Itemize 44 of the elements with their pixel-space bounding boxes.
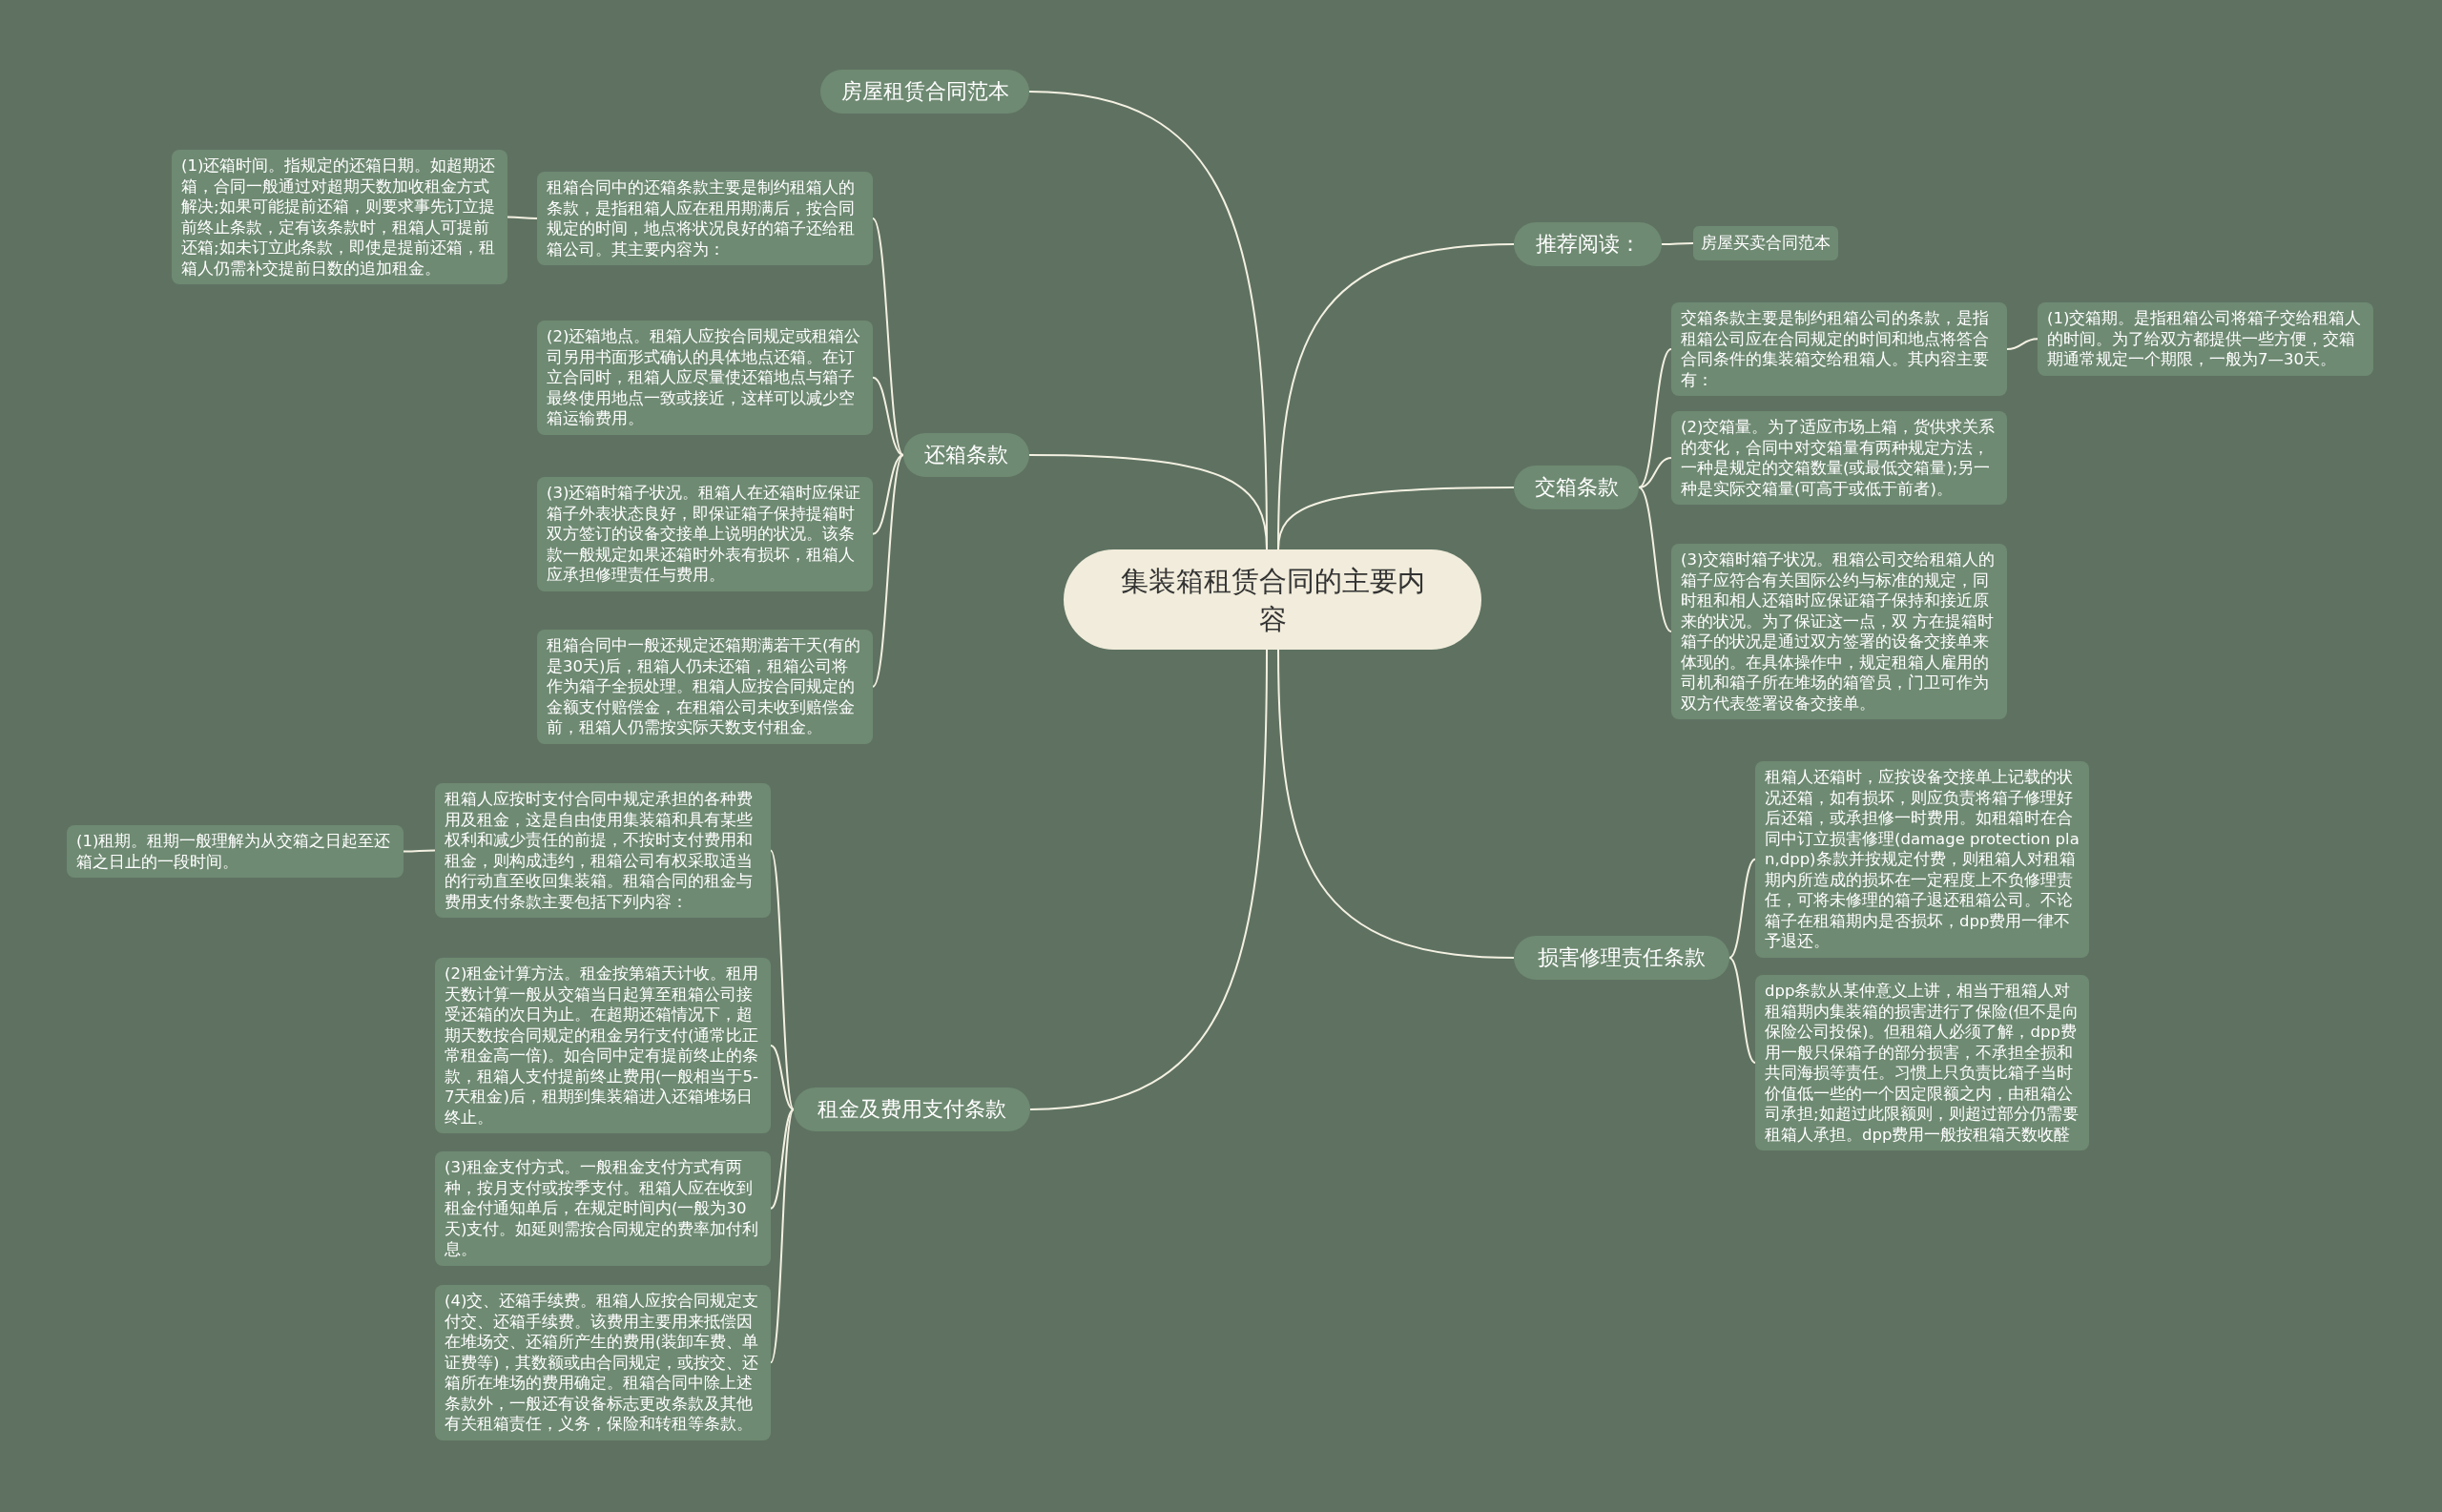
text-card: dpp条款从某仲意义上讲，相当于租箱人对租箱期内集装箱的损害进行了保险(但不是向保险公司投保)。但租箱人必须了解，dpp费用一般只保箱子的部分损害，不承担全损和共同海损等责任。习惯上只负责比箱子当时价值低一些的一个因定限额之内，由租箱公司承担;如超过此限额则，则超过部分仍需要租箱人承担。dpp费用一般按租箱天数收醛	[1755, 975, 2089, 1150]
connector-line	[770, 849, 795, 1110]
connector-line	[1028, 454, 1268, 550]
branch-topic: 还箱条款	[903, 433, 1029, 477]
branch-topic: 推荐阅读：	[1514, 222, 1662, 266]
text-card: (1)租期。租期一般理解为从交箱之日起至还箱之日止的一段时间。	[67, 825, 404, 878]
text-card: (3)交箱时箱子状况。租箱公司交给租箱人的箱子应符合有关国际公约与标准的规定，同时租和相人还箱时应保证箱子保持和接近原来的状况。为了保证这一点，双 方在提箱时箱子的状况是通过双方签署的设备交接单来体现的。在具体操作中，规定租箱人雇用的司机和箱子所在堆场的箱管员，门卫可作为双方代表签署设备交接单。	[1671, 544, 2007, 719]
connector-line	[770, 1045, 795, 1110]
connector-line	[872, 376, 904, 456]
connector-line	[1638, 348, 1672, 488]
text-card: 交箱条款主要是制约租箱公司的条款，是指租箱公司应在合同规定的时间和地点将答合合同条件的集装箱交给租箱人。其内容主要有：	[1671, 302, 2007, 396]
connector-line	[770, 1108, 795, 1210]
connector-line	[872, 454, 904, 535]
connector-line	[403, 849, 436, 853]
text-card: 租箱人应按时支付合同中规定承担的各种费用及租金，这是自由使用集装箱和具有某些权利和减少责任的前提，不按时支付费用和租金，则构成违约，租箱公司有权采取适当的行动直至收回集装箱。租箱合同的租金与费用支付条款主要包括下列内容：	[435, 783, 771, 918]
branch-topic: 交箱条款	[1514, 466, 1639, 509]
connector-line	[1728, 858, 1756, 959]
text-card: (2)交箱量。为了适应市场上箱，货供求关系的变化，合同中对交箱量有两种规定方法，一种是规定的交箱数量(或最低交箱量);另一种是实际交箱量(可高于或低于前者)。	[1671, 411, 2007, 505]
text-card: 租箱人还箱时，应按设备交接单上记载的状况还箱，如有损坏，则应负责将箱子修理好后还箱，或承担修一时费用。如租箱时在合同中订立损害修理(damage protection plan,dpp)条款并按规定付费，则租箱人对租箱期内所造成的损坏在一定程度上不负修理责任，可将未修理的箱子退还租箱公司。不论箱子在租箱期内是否损坏，dpp费用一律不予退还。	[1755, 761, 2089, 958]
branch-topic: 租金及费用支付条款	[794, 1087, 1030, 1131]
text-card: (4)交、还箱手续费。租箱人应按合同规定支付交、还箱手续费。该费用主要用来抵偿因在堆场交、还箱所产生的费用(装卸车费、单证费等)，其数额或由合同规定，或按交、还箱所在堆场的费用确定。租箱合同中除上述条款外，一般还有设备标志更改条款及其他有关租箱责任，义务，保险和转租等条款。	[435, 1285, 771, 1440]
connector-line	[1728, 957, 1756, 1064]
connector-line	[2006, 338, 2038, 350]
branch-topic: 损害修理责任条款	[1514, 936, 1729, 980]
text-card: (2)租金计算方法。租金按第箱天计收。租用天数计算一般从交箱当日起算至租箱公司接受还箱的次日为止。在超期还箱情况下，超期天数按合同规定的租金另行支付(通常比正常租金高一倍)。如合同中定有提前终止的条款，租箱人支付提前终止费用(一般相当于5-7天租金)后，租期到集装箱进入还箱堆场日终止。	[435, 958, 771, 1133]
connector-line	[1277, 487, 1515, 550]
subtopic-label: 房屋买卖合同范本	[1693, 226, 1838, 260]
connector-line	[1029, 649, 1268, 1110]
text-card: 租箱合同中的还箱条款主要是制约租箱人的条款，是指租箱人应在租用期满后，按合同规定的时间，地点将状况良好的箱子还给租箱公司。其主要内容为：	[537, 172, 873, 265]
text-card: 租箱合同中一般还规定还箱期满若干天(有的是30天)后，租箱人仍未还箱，租箱公司将作为箱子全损处理。租箱人应按合同规定的金额支付赔偿金，在租箱公司未收到赔偿金前，租箱人仍需按实际天数支付租金。	[537, 630, 873, 744]
connector-line	[872, 217, 904, 456]
text-card: (1)交箱期。是指租箱公司将箱子交给租箱人的时间。为了给双方都提供一些方便，交箱期通常规定一个期限，一般为7—30天。	[2038, 302, 2373, 376]
text-card: (2)还箱地点。租箱人应按合同规定或租箱公司另用书面形式确认的具体地点还箱。在订立合同时，租箱人应尽量使还箱地点与箱子最终使用地点一致或接近，这样可以减少空箱运输费用。	[537, 321, 873, 435]
text-card: (3)租金支付方式。一般租金支付方式有两种，按月支付或按季支付。租箱人应在收到租金付通知单后，在规定时间内(一般为30天)支付。如延则需按合同规定的费率加付利息。	[435, 1151, 771, 1266]
connector-line	[1277, 649, 1515, 959]
connector-line	[1661, 242, 1694, 245]
connector-line	[1638, 457, 1672, 488]
branch-topic: 房屋租赁合同范本	[820, 70, 1029, 114]
text-card: (1)还箱时间。指规定的还箱日期。如超期还箱，合同一般通过对超期天数加收租金方式解决;如果可能提前还箱，则要求事先订立提前终止条款，定有该条款时，租箱人可提前还箱;如未订立此条款，即使是提前还箱，租箱人仍需补交提前日数的追加租金。	[172, 150, 507, 284]
connector-line	[507, 216, 538, 219]
connector-line	[872, 454, 904, 688]
text-card: (3)还箱时箱子状况。租箱人在还箱时应保证箱子外表状态良好，即保证箱子保持提箱时双方签订的设备交接单上说明的状况。该条款一般规定如果还箱时外表有损坏，租箱人应承担修理责任与费用。	[537, 477, 873, 591]
central-topic: 集装箱租赁合同的主要内容	[1064, 549, 1481, 650]
connector-line	[770, 1108, 795, 1364]
